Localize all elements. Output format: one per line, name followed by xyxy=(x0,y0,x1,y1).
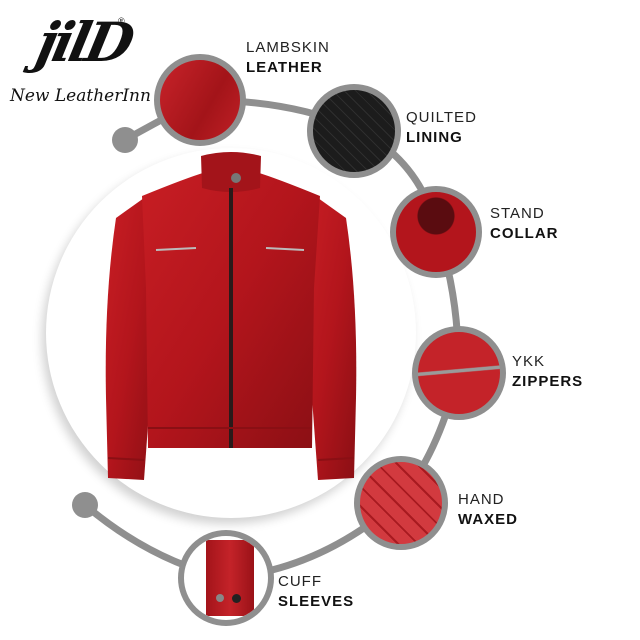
feature-label-stand-collar: STAND COLLAR xyxy=(490,204,559,244)
connector-start-dot xyxy=(112,127,138,153)
feature-line1: CUFF xyxy=(278,573,322,590)
feature-line1: STAND xyxy=(490,205,545,222)
product-image-frame xyxy=(46,148,416,518)
feature-line2: COLLAR xyxy=(490,225,559,242)
brand-logo: jilD ® New LeatherInn xyxy=(8,10,151,112)
feature-line1: LAMBSKIN xyxy=(246,39,330,56)
feature-image-lambskin xyxy=(154,54,246,146)
feature-image-stand-collar xyxy=(390,186,482,278)
feature-label-ykk-zippers: YKK ZIPPERS xyxy=(512,352,583,392)
feature-line2: WAXED xyxy=(458,511,519,528)
snap-icon xyxy=(216,594,224,602)
feature-line1: QUILTED xyxy=(406,109,477,126)
feature-line2: SLEEVES xyxy=(278,593,355,610)
jacket-image xyxy=(105,152,357,480)
feature-image-cuff-sleeves xyxy=(178,530,274,626)
feature-image-hand-waxed xyxy=(354,456,448,550)
feature-label-cuff-sleeves: CUFF SLEEVES xyxy=(278,572,354,612)
feature-line2: LEATHER xyxy=(246,59,323,76)
feature-line2: ZIPPERS xyxy=(512,373,584,390)
feature-image-quilted-lining xyxy=(307,84,401,178)
feature-line2: LINING xyxy=(406,129,463,146)
registered-mark: ® xyxy=(118,16,125,26)
feature-label-lambskin: LAMBSKIN LEATHER xyxy=(246,38,330,78)
feature-line1: HAND xyxy=(458,491,505,508)
feature-line1: YKK xyxy=(512,353,546,370)
cuff-image xyxy=(206,540,254,616)
brand-name: New LeatherInn xyxy=(10,86,151,106)
snap-icon xyxy=(232,594,241,603)
feature-image-ykk-zippers xyxy=(412,326,506,420)
feature-label-quilted-lining: QUILTED LINING xyxy=(406,108,477,148)
feature-label-hand-waxed: HAND WAXED xyxy=(458,490,518,530)
connector-end-dot xyxy=(72,492,98,518)
